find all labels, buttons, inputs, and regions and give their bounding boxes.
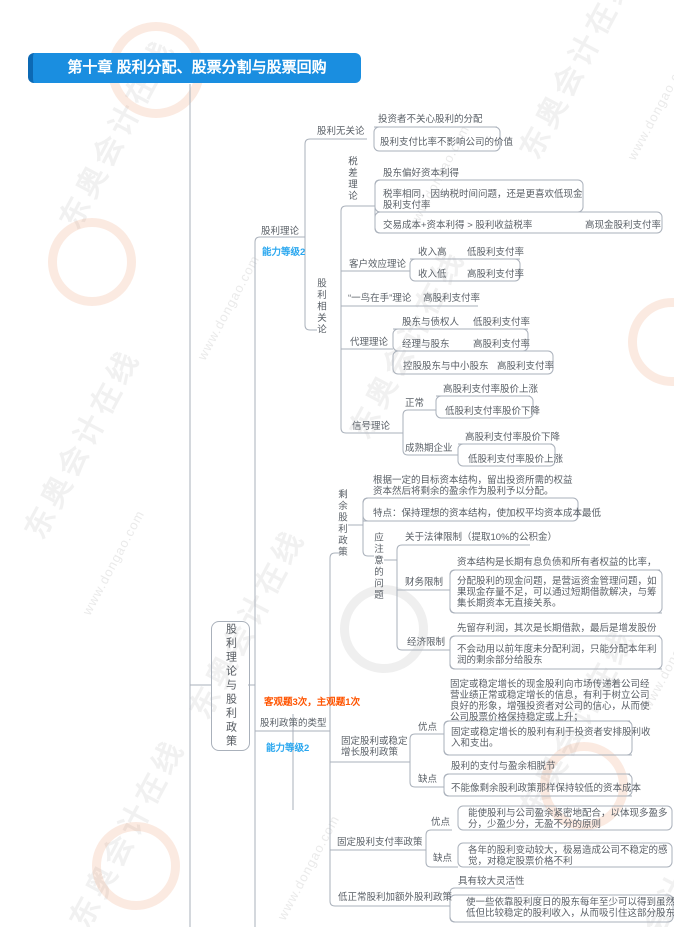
main-topic-node[interactable]: 股利理论与股利政策 <box>211 621 250 751</box>
node-fixed-ratio-pros[interactable]: 优点 <box>431 817 451 828</box>
logo-watermark-icon <box>628 298 674 386</box>
node-fixed-growth-policy[interactable]: 固定股利或稳定增长股利政策 <box>341 736 408 758</box>
node-dividend-theory[interactable]: 股利理论 <box>261 226 300 237</box>
node-irrelevance-theory[interactable]: 股利无关论 <box>317 126 365 137</box>
leaf-fixed-growth-pro-1[interactable]: 固定或稳定增长的现金股利向市场传递着公司经营业绩正常或稳定增长的信息，有利于树立… <box>450 679 650 723</box>
leaf-income-low[interactable]: 收入低 <box>418 269 447 280</box>
leaf-financial-1[interactable]: 资本结构是长期有息负债和所有者权益的比率， <box>457 557 657 568</box>
leaf-agency-3-result[interactable]: 高股利支付率 <box>497 361 555 372</box>
leaf-irrelevance-1[interactable]: 投资者不关心股利的分配 <box>378 114 483 125</box>
leaf-fixed-growth-pro-2[interactable]: 固定或稳定增长的股利有利于投资者安排股利收入和支出。 <box>451 727 651 749</box>
node-bird-in-hand-theory[interactable]: “一鸟在手”理论 <box>348 293 412 304</box>
node-signal-mature[interactable]: 成熟期企业 <box>405 443 453 454</box>
leaf-financial-2[interactable]: 分配股利的现金问题，是营运资金管理问题，如果现金存量不足，可以通过短期借款解决，… <box>457 576 657 609</box>
watermark-url: www.dongao.com <box>624 52 674 163</box>
watermark-brand: 东奥会计在线 <box>514 0 642 165</box>
leaf-tax-1[interactable]: 股东偏好资本利得 <box>383 168 460 179</box>
leaf-low-extra-1[interactable]: 具有较大灵活性 <box>458 876 525 887</box>
ability-level-tag: 能力等级2 <box>266 743 310 754</box>
leaf-agency-2-result[interactable]: 高股利支付率 <box>473 339 531 350</box>
watermark-url: www.dongao.com <box>194 252 263 363</box>
ability-level-tag: 能力等级2 <box>262 247 306 258</box>
leaf-agency-2[interactable]: 经理与股东 <box>402 339 450 350</box>
node-signal-theory[interactable]: 信号理论 <box>352 421 391 432</box>
leaf-tax-3[interactable]: 交易成本+资本利得 > 股利收益税率 <box>383 220 533 231</box>
node-signal-normal[interactable]: 正常 <box>405 398 425 409</box>
node-clientele-theory[interactable]: 客户效应理论 <box>349 259 407 270</box>
node-fixed-growth-cons[interactable]: 缺点 <box>418 774 438 785</box>
leaf-signal-normal-2[interactable]: 低股利支付率股价下降 <box>445 406 541 417</box>
leaf-income-high[interactable]: 收入高 <box>418 247 447 258</box>
leaf-residual-definition[interactable]: 根据一定的目标资本结构，留出投资所需的权益资本然后将剩余的盈余作为股利予以分配。 <box>373 475 573 497</box>
node-residual-policy[interactable]: 剩余股利政策 <box>336 489 347 558</box>
node-relevance-theory[interactable]: 股利相关论 <box>315 278 326 336</box>
leaf-agency-3[interactable]: 控股股东与中小股东 <box>403 361 489 372</box>
leaf-low-extra-2[interactable]: 使一些依靠股利度日的股东每年至少可以得到虽然较低但比较稳定的股利收入，从而吸引住… <box>466 897 674 919</box>
node-economic-limit[interactable]: 经济限制 <box>407 637 446 648</box>
leaf-fixed-growth-con-2[interactable]: 不能像剩余股利政策那样保持较低的资本成本 <box>451 783 642 794</box>
node-financial-limit[interactable]: 财务限制 <box>405 577 444 588</box>
node-policy-types[interactable]: 股利政策的类型 <box>260 718 327 729</box>
leaf-agency-1[interactable]: 股东与债权人 <box>402 317 460 328</box>
leaf-legal-limit[interactable]: 关于法律限制（提取10%的公积金） <box>405 532 558 543</box>
leaf-signal-normal-1[interactable]: 高股利支付率股价上涨 <box>443 384 539 395</box>
leaf-signal-mature-2[interactable]: 低股利支付率股价上涨 <box>468 454 564 465</box>
node-issues-to-note[interactable]: 应注意的问题 <box>372 532 383 601</box>
logo-watermark-icon <box>92 822 180 910</box>
leaf-fixed-ratio-con[interactable]: 各年的股利变动较大，极易造成公司不稳定的感觉，对稳定股票价格不利 <box>468 845 668 867</box>
leaf-tax-3-result[interactable]: 高现金股利支付率 <box>585 220 662 231</box>
leaf-income-high-result[interactable]: 低股利支付率 <box>467 247 525 258</box>
node-low-extra-policy[interactable]: 低正常股利加额外股利政策 <box>338 892 453 903</box>
node-fixed-ratio-cons[interactable]: 缺点 <box>433 853 453 864</box>
node-fixed-growth-pros[interactable]: 优点 <box>418 722 438 733</box>
leaf-economic-2[interactable]: 不会动用以前年度未分配利润，只能分配本年利润的剩余部分给股东 <box>457 644 657 666</box>
watermark-brand: 东奥会计在线 <box>19 343 147 545</box>
leaf-income-low-result[interactable]: 高股利支付率 <box>467 269 525 280</box>
leaf-fixed-ratio-pro[interactable]: 能使股利与公司盈余紧密地配合，以体现多盈多分，少盈少分，无盈不分的原则 <box>468 808 668 830</box>
leaf-economic-1[interactable]: 先留存利润，其次是长期借款，最后是增发股份 <box>457 623 657 634</box>
leaf-fixed-growth-con-1[interactable]: 股利的支付与盈余相脱节 <box>451 761 556 772</box>
watermark-url: www.dongao.com <box>274 812 343 923</box>
main-topic-label: 股利理论与股利政策 <box>224 623 237 749</box>
leaf-bird-result[interactable]: 高股利支付率 <box>423 293 481 304</box>
chapter-title-banner[interactable]: 第十章 股利分配、股票分割与股票回购 <box>28 53 361 83</box>
leaf-residual-feature[interactable]: 特点：保持理想的资本结构，使加权平均资本成本最低 <box>373 508 602 519</box>
exam-frequency-tag: 客观题3次，主观题1次 <box>264 697 361 708</box>
node-agency-theory[interactable]: 代理理论 <box>350 337 389 348</box>
leaf-tax-2[interactable]: 税率相同，因纳税时间问题，还是更喜欢低现金股利支付率 <box>383 189 583 211</box>
leaf-agency-1-result[interactable]: 低股利支付率 <box>473 317 531 328</box>
logo-watermark-icon <box>48 218 136 306</box>
node-tax-difference-theory[interactable]: 税差理论 <box>346 156 357 202</box>
logo-watermark-icon <box>340 585 428 673</box>
leaf-signal-mature-1[interactable]: 高股利支付率股价下降 <box>465 432 561 443</box>
node-fixed-ratio-policy[interactable]: 固定股利支付率政策 <box>337 837 423 848</box>
watermark-brand: 东奥会计在线 <box>64 733 192 927</box>
leaf-irrelevance-2[interactable]: 股利支付比率不影响公司的价值 <box>380 137 514 148</box>
watermark-url: www.dongao.com <box>79 507 148 618</box>
